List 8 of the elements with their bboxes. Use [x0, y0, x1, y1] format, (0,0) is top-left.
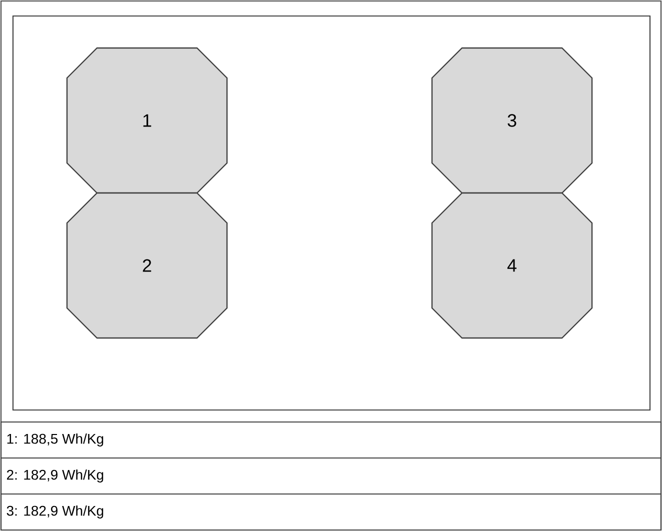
octagon-box: 2 — [66, 192, 228, 339]
table-row: 2: 182,9 Wh/Kg — [0, 457, 662, 495]
table-row: 1: 188,5 Wh/Kg — [0, 421, 662, 459]
octagon-box: 4 — [431, 192, 593, 339]
frame-box — [12, 15, 651, 411]
table-row: 3: 182,9 Wh/Kg — [0, 493, 662, 531]
octagon-box: 1 — [66, 47, 228, 194]
octagon-box: 3 — [431, 47, 593, 194]
